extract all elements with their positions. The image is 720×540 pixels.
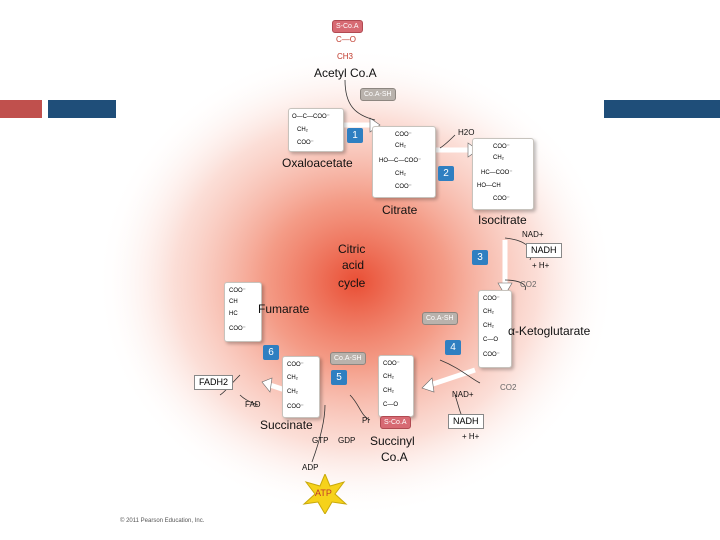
- s-coa-tag-2: S-Co.A: [380, 416, 411, 429]
- atp-star: [302, 474, 348, 514]
- left-accent-bar: [0, 100, 42, 118]
- oxaloacetate-structure: O—C—COO⁻ CH₂ COO⁻: [288, 108, 344, 152]
- left-blue-bar: [48, 100, 116, 118]
- nadh-box-2: NADH: [448, 414, 484, 429]
- step-4-badge: 4: [445, 340, 461, 355]
- co2-label-2: CO2: [500, 383, 517, 392]
- isocitrate-label: Isocitrate: [478, 213, 527, 227]
- step-3-badge: 3: [472, 250, 488, 265]
- succinate-label: Succinate: [260, 418, 313, 432]
- phosphate-label: Pi: [362, 416, 370, 425]
- cycle-label-line2: acid: [342, 258, 365, 272]
- citrate-label: Citrate: [382, 203, 418, 217]
- nad-label-1: NAD+: [522, 230, 544, 239]
- step-5-badge: 5: [331, 370, 347, 385]
- methyl-formula: CH3: [337, 52, 354, 61]
- step-6-badge: 6: [263, 345, 279, 360]
- succinate-structure: COO⁻ CH₂ CH₂ COO⁻: [282, 356, 320, 418]
- acetyl-coa-label: Acetyl Co.A: [314, 66, 377, 80]
- coa-sh-tag-top: Co.A-SH: [360, 88, 396, 101]
- gtp-label: GTP: [312, 436, 329, 445]
- nadh-box-1: NADH: [526, 243, 562, 258]
- succinyl-coa-label-line1: Succinyl: [370, 434, 415, 448]
- coa-sh-tag-3: Co.A-SH: [330, 352, 366, 365]
- alpha-ketoglutarate-structure: COO⁻ CH₂ CH₂ C—O COO⁻: [478, 290, 512, 368]
- fumarate-label: Fumarate: [258, 302, 310, 316]
- succinyl-coa-label-line2: Co.A: [381, 450, 408, 464]
- carbonyl-formula: C—O: [336, 35, 356, 44]
- fumarate-structure: COO⁻ CH HC COO⁻: [224, 282, 262, 342]
- fad-label: FAD: [245, 400, 261, 409]
- atp-label: ATP: [315, 488, 332, 498]
- oxaloacetate-label: Oxaloacetate: [282, 156, 353, 170]
- s-coa-tag: S-Co.A: [332, 20, 363, 33]
- cycle-label-line1: Citric: [338, 242, 366, 256]
- isocitrate-structure: COO⁻ CH₂ HC—COO⁻ HO—CH COO⁻: [472, 138, 534, 210]
- gdp-label: GDP: [338, 436, 356, 445]
- water-label: H2O: [458, 128, 475, 137]
- right-blue-bar: [604, 100, 720, 118]
- nad-label-2: NAD+: [452, 390, 474, 399]
- adp-label: ADP: [302, 463, 319, 472]
- alpha-ketoglutarate-label: α-Ketoglutarate: [508, 324, 591, 338]
- succinyl-coa-structure: COO⁻ CH₂ CH₂ C—O: [378, 355, 414, 417]
- step-1-badge: 1: [347, 128, 363, 143]
- hplus-label-1: + H+: [532, 261, 550, 270]
- step-2-badge: 2: [438, 166, 454, 181]
- cycle-label-line3: cycle: [338, 276, 366, 290]
- copyright: © 2011 Pearson Education, Inc.: [120, 518, 205, 524]
- citrate-structure: COO⁻ CH₂ HO—C—COO⁻ CH₂ COO⁻: [372, 126, 436, 198]
- hplus-label-2: + H+: [462, 432, 480, 441]
- co2-label-1: CO2: [520, 280, 537, 289]
- fadh2-box: FADH2: [194, 375, 234, 390]
- coa-sh-tag-2: Co.A-SH: [422, 312, 458, 325]
